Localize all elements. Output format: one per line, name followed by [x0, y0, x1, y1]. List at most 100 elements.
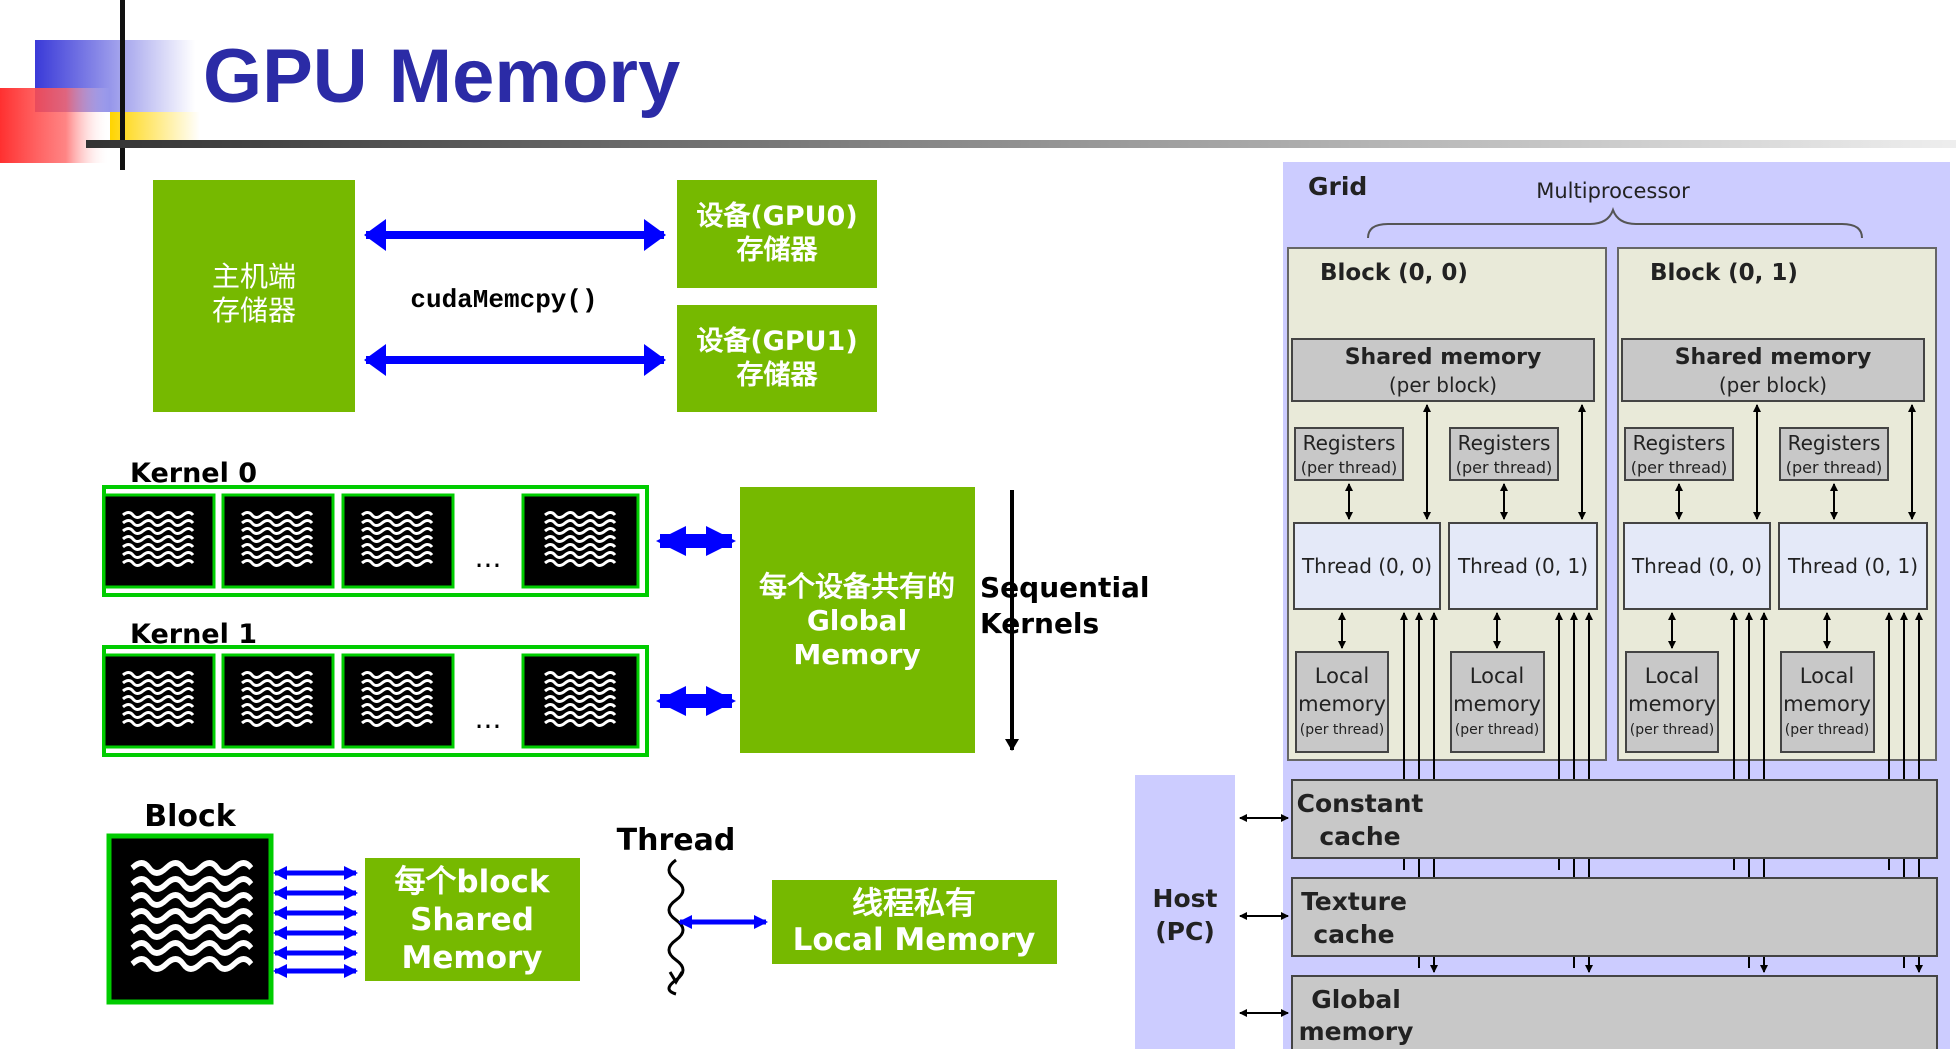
host-label-line1: Host — [1153, 884, 1218, 913]
host-memory-label-line1: 主机端 — [212, 260, 296, 293]
block-0-0-local-t0 — [1295, 651, 1389, 753]
local-memory-label-line2: Local Memory — [793, 922, 1036, 958]
block-0-1-registers-t1-line1: Registers — [1788, 431, 1881, 455]
global-memory-label-line2: Global — [807, 604, 907, 637]
global-memory-label-line2: memory — [1299, 1017, 1414, 1046]
block-0-1-registers-t1 — [1779, 427, 1889, 481]
block-0-1-registers-t0 — [1624, 427, 1734, 481]
block-0-0-registers-t0-line2: (per thread) — [1301, 458, 1398, 477]
page-title: GPU Memory — [203, 34, 680, 119]
block-0-1-local-t0 — [1625, 651, 1719, 753]
local-memory-box — [772, 880, 1057, 964]
block-0-0-local-t0-line2: memory — [1298, 692, 1386, 716]
host-memory-box — [153, 180, 355, 412]
constant-cache-box — [1291, 779, 1938, 859]
device1-memory-label-line2: 存储器 — [737, 360, 819, 391]
block-0-0-shared-label-line2: (per block) — [1389, 373, 1497, 397]
kernel0-block-2 — [221, 493, 335, 589]
kernel1-block-4 — [521, 653, 640, 749]
host-panel — [1135, 775, 1235, 1049]
block-0-1-thread-0-label: Thread (0, 0) — [1631, 554, 1762, 578]
host-label-line2: (PC) — [1155, 917, 1215, 946]
block-thread-diagram: Block 每个block Shared Memory Thread 线程私有 … — [106, 799, 1057, 1005]
title-decoration — [0, 0, 1956, 170]
block-shared-arrows — [273, 866, 358, 978]
block-0-1: Block (0, 1) Shared memory (per block) R… — [1617, 247, 1937, 973]
global-memory-label-line3: Memory — [793, 638, 920, 671]
thread-squiggle-head — [668, 971, 684, 985]
device0-memory-label-line1: 设备(GPU0) — [696, 201, 857, 232]
block-0-1-shared-memory — [1621, 338, 1925, 402]
block-0-1-registers-t0-line2: (per thread) — [1631, 458, 1728, 477]
host-memory-label-line2: 存储器 — [212, 294, 296, 327]
block-0-0-registers-t1 — [1449, 427, 1559, 481]
grid-label: Grid — [1308, 172, 1367, 201]
device0-memory-box — [677, 180, 877, 288]
kernel0-block-1 — [102, 493, 216, 589]
global-memory-label-line1: 每个设备共有的 — [759, 570, 955, 603]
texture-cache-label-line2: cache — [1313, 920, 1394, 949]
texture-cache-label-line1: Texture — [1301, 887, 1407, 916]
texture-cache-box — [1291, 877, 1938, 957]
constant-cache-label-line1: Constant — [1297, 789, 1424, 818]
block-0-1-local-t1-line1: Local — [1800, 664, 1854, 688]
kernel0-block-3 — [341, 493, 455, 589]
block-0-0-thread-1-label: Thread (0, 1) — [1457, 554, 1588, 578]
block-0-0-local-t0-line3: (per thread) — [1300, 722, 1385, 738]
kernel1-label: Kernel 1 — [130, 619, 257, 650]
block-warp-graphic — [122, 848, 258, 988]
block-0-1-shared-label-line1: Shared memory — [1675, 345, 1872, 370]
kernel-diagram: Kernel 0 ... Kernel 1 ... 每个设备共有的 Global… — [102, 458, 1150, 757]
host-device-arrows — [1239, 814, 1289, 1017]
global-memory-box — [740, 487, 975, 753]
device0-memory-label-line2: 存储器 — [737, 235, 819, 266]
sequential-label-line1: Sequential — [980, 571, 1150, 604]
block-0-0-local-t1-line3: (per thread) — [1455, 722, 1540, 738]
block-0-1-local-t1 — [1780, 651, 1875, 753]
thread-label: Thread — [617, 823, 736, 858]
kernel1-block-2 — [221, 653, 335, 749]
title-vertical-rule — [120, 0, 125, 170]
block-0-1-local-t0-line3: (per thread) — [1630, 722, 1715, 738]
block-0-0-registers-t1-line2: (per thread) — [1456, 458, 1553, 477]
block-0-0-shared-label-line1: Shared memory — [1345, 345, 1542, 370]
cudamemcpy-label: cudaMemcpy() — [410, 285, 597, 315]
multiprocessor-label: Multiprocessor — [1536, 179, 1690, 203]
kernel0-ellipsis: ... — [475, 541, 502, 574]
block-0-1-label: Block (0, 1) — [1650, 260, 1798, 286]
constant-cache-label-line2: cache — [1319, 822, 1400, 851]
block-0-0-shared-memory — [1291, 338, 1595, 402]
block-0-1-local-t0-line2: memory — [1628, 692, 1716, 716]
block-0-0-local-t1-line1: Local — [1470, 664, 1524, 688]
block-0-1-thread-0 — [1623, 522, 1771, 610]
block-0-1-local-t1-line3: (per thread) — [1785, 722, 1870, 738]
sequential-label-line2: Kernels — [980, 607, 1099, 640]
shared-memory-label-line1: 每个block — [394, 864, 550, 900]
kernel0-block-4 — [521, 493, 640, 589]
block-0-0-local-t1 — [1450, 651, 1545, 753]
block-0-1-local-t0-line1: Local — [1645, 664, 1699, 688]
block-0-0-thread-0-label: Thread (0, 0) — [1301, 554, 1432, 578]
shared-memory-label-line3: Memory — [402, 940, 543, 976]
title-horizontal-rule — [86, 140, 1956, 148]
shared-memory-box — [365, 858, 580, 981]
kernel1-ellipsis: ... — [475, 702, 502, 735]
block-0-0-thread-0 — [1293, 522, 1441, 610]
block-0-1-registers-t1-line2: (per thread) — [1786, 458, 1883, 477]
block-0-0-registers-t0 — [1294, 427, 1404, 481]
block-0-1-local-t1-line2: memory — [1783, 692, 1871, 716]
memory-hierarchy-diagram: Grid Multiprocessor Block (0, 0) Shared … — [1135, 162, 1950, 1049]
block-0-1-shared-label-line2: (per block) — [1719, 373, 1827, 397]
block-0-0: Block (0, 0) Shared memory (per block) R… — [1287, 247, 1607, 973]
device1-memory-box — [677, 305, 877, 412]
block-0-0-local-t0-line1: Local — [1315, 664, 1369, 688]
host-transfer-diagram: 主机端 存储器 设备(GPU0) 存储器 设备(GPU1) 存储器 cudaMe… — [153, 180, 877, 412]
block-0-1-thread-1-label: Thread (0, 1) — [1787, 554, 1918, 578]
block-0-1-thread-1 — [1778, 522, 1928, 610]
block-0-1-registers-t0-line1: Registers — [1633, 431, 1726, 455]
shared-memory-label-line2: Shared — [410, 902, 534, 938]
block-0-0-registers-t1-line1: Registers — [1458, 431, 1551, 455]
title-red-square — [0, 88, 110, 163]
global-memory-label-line1: Global — [1311, 985, 1401, 1014]
kernel1-block-3 — [341, 653, 455, 749]
